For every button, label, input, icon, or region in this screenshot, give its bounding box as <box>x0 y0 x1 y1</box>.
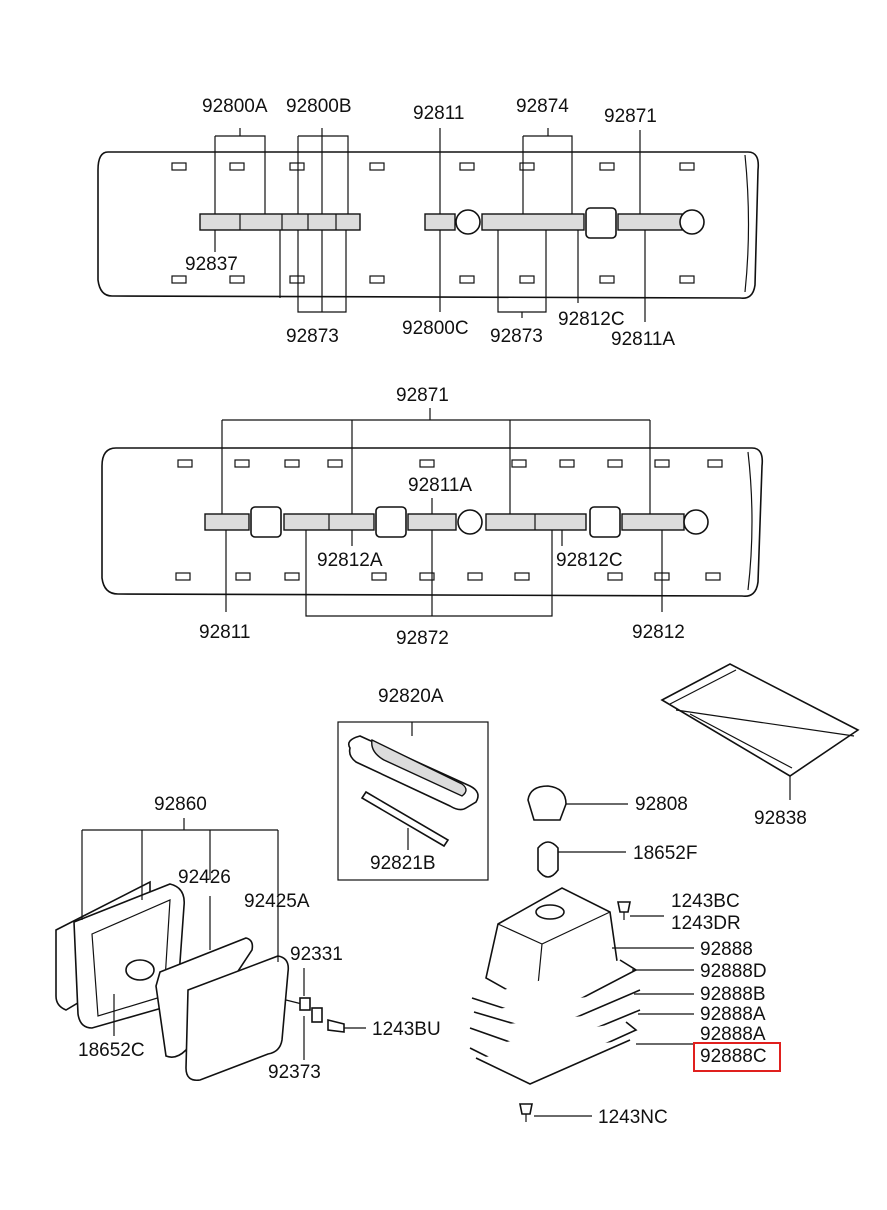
part-92838: 92838 <box>660 663 860 829</box>
label-92888B: 92888B <box>700 984 766 1005</box>
label-92821B: 92821B <box>370 853 436 874</box>
label-92873-left: 92873 <box>286 326 339 347</box>
label-92838: 92838 <box>754 808 807 829</box>
label-92837: 92837 <box>185 254 238 275</box>
label-1243NC: 1243NC <box>598 1107 668 1128</box>
label-92373: 92373 <box>268 1062 321 1083</box>
label-92888D: 92888D <box>700 961 767 982</box>
label-92820A: 92820A <box>378 686 444 707</box>
label-92800B: 92800B <box>286 96 352 117</box>
label-92800C: 92800C <box>402 318 469 339</box>
label-92808: 92808 <box>635 794 688 815</box>
label-92811-mid: 92811 <box>199 622 250 643</box>
label-92425A: 92425A <box>244 891 310 912</box>
label-92888C: 92888C <box>700 1046 767 1067</box>
label-92800A: 92800A <box>202 96 268 117</box>
lamp-assembly-92860: 92860 92426 92425A 92331 1243BU 18652C 9… <box>55 794 441 1083</box>
label-92811: 92811 <box>413 103 464 124</box>
label-92812A-mid: 92812A <box>317 550 383 571</box>
label-92331: 92331 <box>290 944 343 965</box>
label-92873-right: 92873 <box>490 326 543 347</box>
label-92811A-mid: 92811A <box>408 475 472 496</box>
label-92888: 92888 <box>700 939 753 960</box>
label-92871-mid: 92871 <box>396 385 449 406</box>
label-92812-mid: 92812 <box>632 622 685 643</box>
label-92888A-1: 92888A <box>700 1004 766 1025</box>
label-92426: 92426 <box>178 867 231 888</box>
middle-roof-panel: 92871 92811A 92812A 92812C 92811 92872 9… <box>101 385 764 649</box>
label-1243BC: 1243BC <box>671 891 740 912</box>
label-92860: 92860 <box>154 794 207 815</box>
label-92812C-mid: 92812C <box>556 550 623 571</box>
label-92811A: 92811A <box>611 329 675 350</box>
label-92872-mid: 92872 <box>396 628 449 649</box>
assembly-92820A: 92820A 92821B <box>337 686 489 881</box>
label-92874: 92874 <box>516 96 569 117</box>
label-18652F: 18652F <box>633 843 697 864</box>
socket-and-bulb: 92808 18652F <box>527 785 697 878</box>
boot-assembly-92888: 1243BC 1243DR 92888 92888D 92888B 92888A… <box>469 887 781 1128</box>
label-1243BU: 1243BU <box>372 1019 441 1040</box>
top-roof-panel: 92800A 92800B 92811 92874 92871 92837 92… <box>97 96 760 350</box>
highlight-box-92888C <box>693 1042 781 1072</box>
label-92812C: 92812C <box>558 309 625 330</box>
label-18652C: 18652C <box>78 1040 145 1061</box>
label-1243DR: 1243DR <box>671 913 741 934</box>
label-92871: 92871 <box>604 106 657 127</box>
label-92888A-2: 92888A <box>700 1024 766 1045</box>
